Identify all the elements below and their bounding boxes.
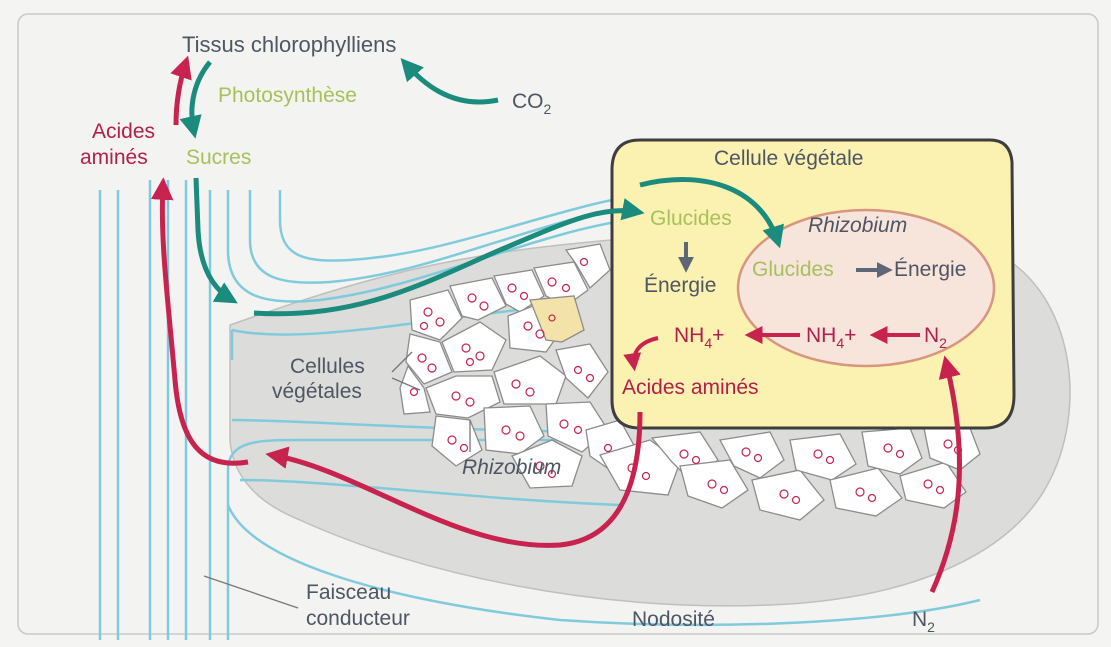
glucides-to-rhizobium-arrow [639,177,784,249]
cellule-vegetale-title: Cellule végétale [714,147,863,170]
tissus-label: Tissus chlorophylliens [182,32,396,57]
co2-arrow [400,57,499,105]
nodosite-label: Nodosité [632,608,715,631]
rhizobium-bacterium [736,208,996,368]
sucres-label: Sucres [186,146,251,169]
faisceau-label-2: conducteur [306,607,410,630]
energie-cell-label: Énergie [644,274,716,297]
acides-top-label-1: Acides [92,120,155,143]
co2-top-label: CO2 [512,90,552,117]
rhizobia-dots [409,257,963,505]
pointer-lines [203,351,471,609]
acides-top-label-2: aminés [80,146,148,169]
sugar-to-cell-arrow [253,198,645,317]
nh4-right-label: NH4+ [806,324,856,351]
acides-cell-label: Acides aminés [622,376,759,399]
rhizobium-bottom-label: Rhizobium [462,456,561,479]
n2-bottom-label: N2 [912,608,935,635]
sugar-descend-arrow [193,177,238,304]
nh4-to-amino-arrow [623,336,659,372]
rhizobium-inner-label: Rhizobium [808,214,907,237]
cellules-label-2: végétales [272,380,362,403]
amino-acid-up-arrow [170,55,192,126]
n2-inner-label: N2 [924,324,947,351]
nh4-left-label: NH4+ [674,324,724,351]
plant-cells-cluster [399,243,981,521]
energie-rhizo-label: Énergie [894,258,966,281]
n2-entry-arrow [929,355,962,594]
cellules-label-1: Cellules [290,355,365,378]
amino-acid-vascular-arrow [150,177,249,466]
amino-acid-export-arrow [265,411,643,548]
photosynthesis-arrow [179,60,212,139]
glucides-rhizo-label: Glucides [752,258,834,281]
faisceau-label-1: Faisceau [306,581,391,604]
glucides-cell-label: Glucides [650,207,732,230]
photosynthese-label: Photosynthèse [218,84,357,107]
